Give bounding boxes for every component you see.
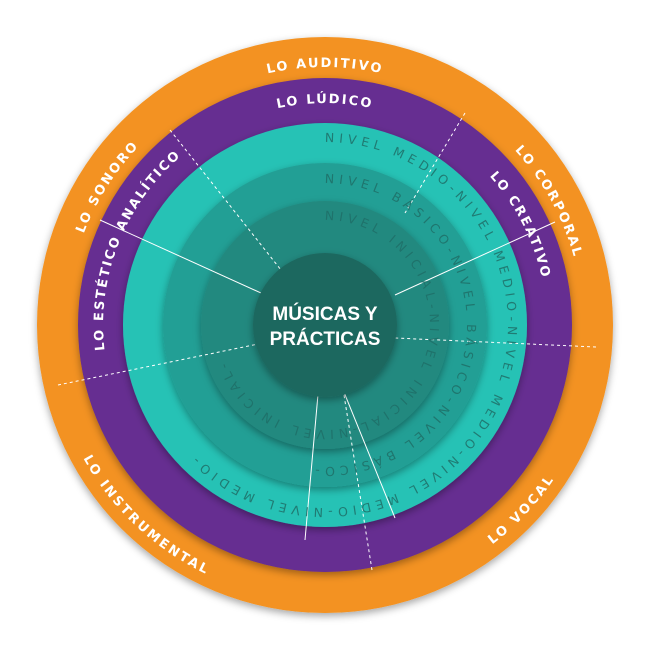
center-title-line-1: MÚSICAS Y: [272, 303, 378, 325]
label-lo-ludico: LO LÚDICO: [275, 91, 374, 112]
center-title-line-2: PRÁCTICAS: [270, 328, 381, 350]
label-lo-auditivo: LO AUDITIVO: [265, 56, 385, 77]
sector-dividers: [57, 112, 597, 571]
center-disc: [253, 253, 397, 397]
